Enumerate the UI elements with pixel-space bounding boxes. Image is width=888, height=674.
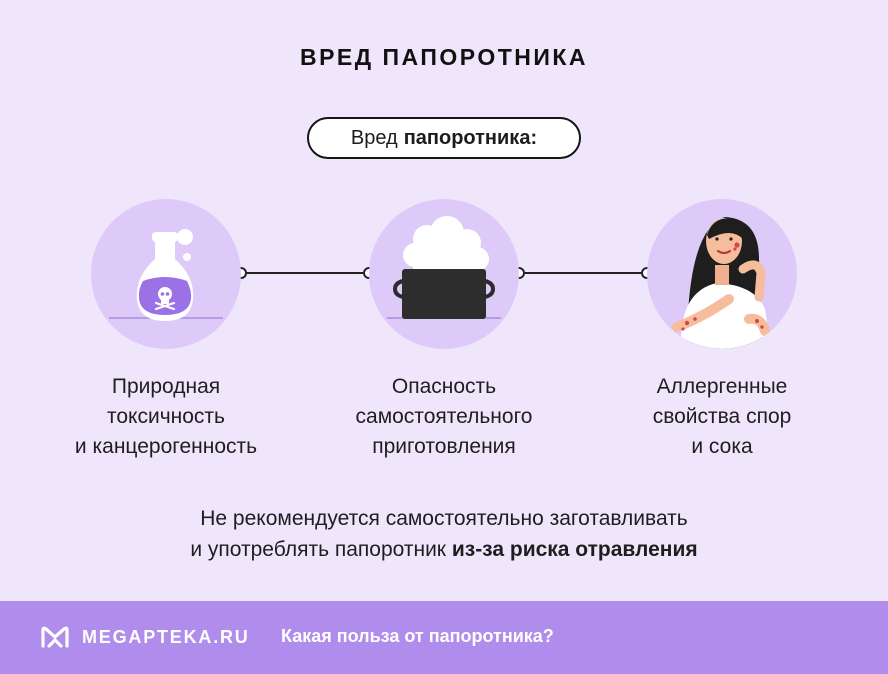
note-line-1: Не рекомендуется самостоятельно заготавл… — [200, 507, 688, 530]
connector-line-2 — [520, 272, 646, 274]
megapteka-logo-icon — [41, 626, 69, 648]
footer-bar: MEGAPTEKA.RU Какая польза от папоротника… — [0, 601, 888, 674]
connector-line-1 — [242, 272, 368, 274]
brand-name: MEGAPTEKA.RU — [82, 626, 250, 647]
brand-logo[interactable]: MEGAPTEKA.RU — [40, 625, 250, 649]
caption-line: свойства спор — [652, 405, 792, 428]
related-article-link[interactable]: Какая польза от папоротника? — [281, 626, 554, 646]
caption-line: токсичность — [107, 405, 225, 428]
caption-line: и канцерогенность — [74, 435, 258, 458]
steaming-pot-icon — [392, 216, 496, 319]
section-label-pill: Вред папоротника: — [307, 117, 581, 159]
poison-bottle-icon — [136, 229, 194, 321]
pill-text-regular: Вред — [350, 126, 398, 149]
caption-line: самостоятельного — [355, 405, 533, 428]
note-line-2: и употреблять папоротник из-за риска отр… — [0, 534, 888, 565]
caption-line: Природная — [111, 375, 221, 398]
pill-text-bold: папоротника: — [403, 126, 538, 149]
caption-line: Аллергенные — [656, 375, 788, 398]
woman-rash-circle — [647, 199, 797, 349]
steaming-pot-circle — [369, 199, 519, 349]
poison-bottle-circle — [91, 199, 241, 349]
note-line-2-regular: и употреблять папоротник — [190, 538, 446, 561]
caption-line: приготовления — [372, 435, 516, 458]
page-title: ВРЕД ПАПОРОТНИКА — [299, 44, 589, 70]
caption-toxicity: Природная токсичность и канцерогенность — [26, 372, 306, 462]
warning-note: Не рекомендуется самостоятельно заготавл… — [0, 503, 888, 565]
note-line-2-bold: из-за риска отравления — [451, 538, 698, 561]
woman-rash-icon — [672, 217, 771, 349]
caption-line: и сока — [691, 435, 753, 458]
caption-allergens: Аллергенные свойства спор и сока — [582, 372, 862, 462]
caption-cooking-danger: Опасность самостоятельного приготовления — [304, 372, 584, 462]
caption-line: Опасность — [391, 375, 497, 398]
